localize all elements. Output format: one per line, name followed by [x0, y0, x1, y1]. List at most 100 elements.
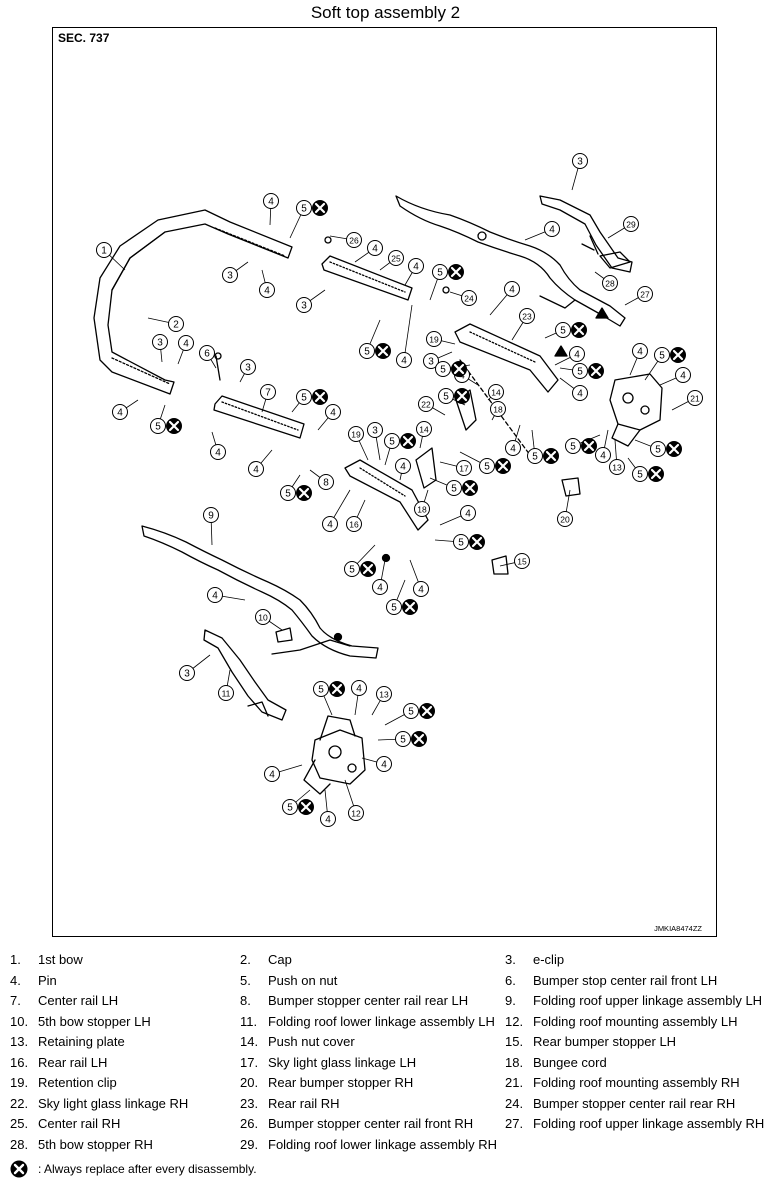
part-callout: 3	[423, 353, 439, 369]
legend-part-name: Bumper stop center rail front LH	[533, 972, 718, 988]
legend-part-name: Retaining plate	[38, 1034, 125, 1049]
callout-number: 13	[379, 690, 389, 700]
legend-number: 28.	[10, 1136, 29, 1152]
rear-rail-lh-part	[344, 459, 429, 531]
callout-number: 5	[287, 803, 293, 814]
push-nut-replace-callout: 5	[432, 264, 464, 280]
part-callout: 11	[218, 685, 234, 701]
replace-icon	[581, 438, 597, 454]
callout-number: 5	[484, 462, 490, 473]
push-nut-replace-callout: 5	[650, 441, 682, 457]
legend-part-name: Folding roof upper linkage assembly RH	[533, 1116, 765, 1131]
part-callout: 4	[210, 444, 226, 460]
callout-number: 5	[443, 392, 449, 403]
part-callout: 4	[322, 516, 338, 532]
legend-part-name: Folding roof mounting assembly RH	[533, 1075, 740, 1090]
figure-code: JMKIA8474ZZ	[654, 924, 702, 933]
callout-number: 18	[493, 405, 503, 415]
legend-part-name: 5th bow stopper RH	[38, 1136, 153, 1152]
part-callout: 4	[320, 811, 336, 827]
legend-part-name: Sky light glass linkage RH	[38, 1095, 189, 1111]
replace-icon	[666, 441, 682, 457]
part-callout: 3	[367, 422, 383, 438]
part-callout: 9	[203, 507, 219, 523]
part-callout: 4	[572, 385, 588, 401]
part-callout: 4	[396, 352, 412, 368]
callout-number: 5	[318, 685, 324, 696]
push-nut-replace-callout: 5	[386, 599, 418, 615]
callout-number: 4	[215, 448, 221, 459]
callout-number: 12	[351, 809, 361, 819]
callout-number: 4	[549, 225, 555, 236]
callout-number: 4	[356, 684, 362, 695]
replace-icon	[648, 466, 664, 482]
push-nut-replace-callout: 5	[632, 466, 664, 482]
part-callout: 20	[557, 511, 573, 527]
replace-icon	[454, 388, 470, 404]
callout-number: 3	[301, 301, 307, 312]
callout-number: 5	[532, 452, 538, 463]
part-callout: 3	[222, 267, 238, 283]
legend-number: 4.	[10, 972, 21, 988]
legend-number: 3.	[505, 952, 516, 967]
legend-number: 16.	[10, 1054, 29, 1070]
legend-part-name: Folding roof lower linkage assembly RH	[268, 1136, 498, 1152]
callout-number: 5	[349, 565, 355, 576]
callout-number: 19	[429, 335, 439, 345]
callout-number: 23	[522, 312, 532, 322]
callout-number: 22	[421, 400, 431, 410]
part-callout: 4	[264, 766, 280, 782]
push-nut-replace-callout: 5	[453, 534, 485, 550]
lower-linkage-lh-part	[203, 629, 287, 721]
replace-icon	[411, 731, 427, 747]
callout-number: 20	[560, 515, 570, 525]
callout-number: 3	[428, 357, 434, 368]
callout-number: 3	[227, 271, 233, 282]
legend-number: 2.	[240, 952, 251, 967]
part-callout: 4	[259, 282, 275, 298]
legend-part-name: Bungee cord	[533, 1054, 607, 1070]
callout-number: 3	[184, 669, 190, 680]
part-callout: 4	[351, 680, 367, 696]
callout-number: 5	[440, 365, 446, 376]
part-callout: 15	[514, 553, 530, 569]
push-nut-replace-callout: 5	[446, 480, 478, 496]
part-callout: 14	[416, 421, 432, 437]
legend-part-name: Pin	[38, 972, 57, 988]
callout-number: 9	[208, 511, 214, 522]
part-callout: 21	[687, 390, 703, 406]
legend-number: 15.	[505, 1034, 524, 1049]
part-callout: 19	[426, 331, 442, 347]
callout-number: 4	[400, 462, 406, 473]
callout-number: 13	[612, 463, 622, 473]
replace-note-text: : Always replace after every disassembly…	[38, 1162, 257, 1176]
push-nut-replace-callout: 5	[438, 388, 470, 404]
upper-linkage-lh-part	[141, 525, 379, 659]
legend-number: 17.	[240, 1054, 259, 1070]
callout-number: 4	[327, 520, 333, 531]
legend-number: 18.	[505, 1054, 524, 1070]
callout-number: 10	[258, 613, 268, 623]
callout-number: 4	[680, 371, 686, 382]
part-callout: 4	[248, 461, 264, 477]
legend-part-name: Retention clip	[38, 1075, 117, 1090]
part-callout: 23	[519, 308, 535, 324]
legend-part-name: Sky light glass linkage LH	[268, 1054, 417, 1070]
push-nut-replace-callout: 5	[654, 347, 686, 363]
legend-number: 7.	[10, 993, 21, 1008]
push-nut-replace-callout: 5	[565, 438, 597, 454]
callout-number: 7	[265, 388, 271, 399]
callout-number: 4	[183, 339, 189, 350]
callout-number: 4	[401, 356, 407, 367]
part-callout: 13	[376, 686, 392, 702]
callout-number: 4	[510, 444, 516, 455]
callout-number: 2	[173, 320, 179, 331]
push-nut-replace-callout: 5	[280, 485, 312, 501]
part-callout: 4	[367, 240, 383, 256]
part-callout: 1	[96, 242, 112, 258]
part-callout: 4	[376, 756, 392, 772]
part-callout: 3	[240, 359, 256, 375]
push-nut-replace-callout: 5	[572, 363, 604, 379]
small-stopper-parts	[214, 236, 631, 643]
legend-number: 27.	[505, 1116, 524, 1131]
